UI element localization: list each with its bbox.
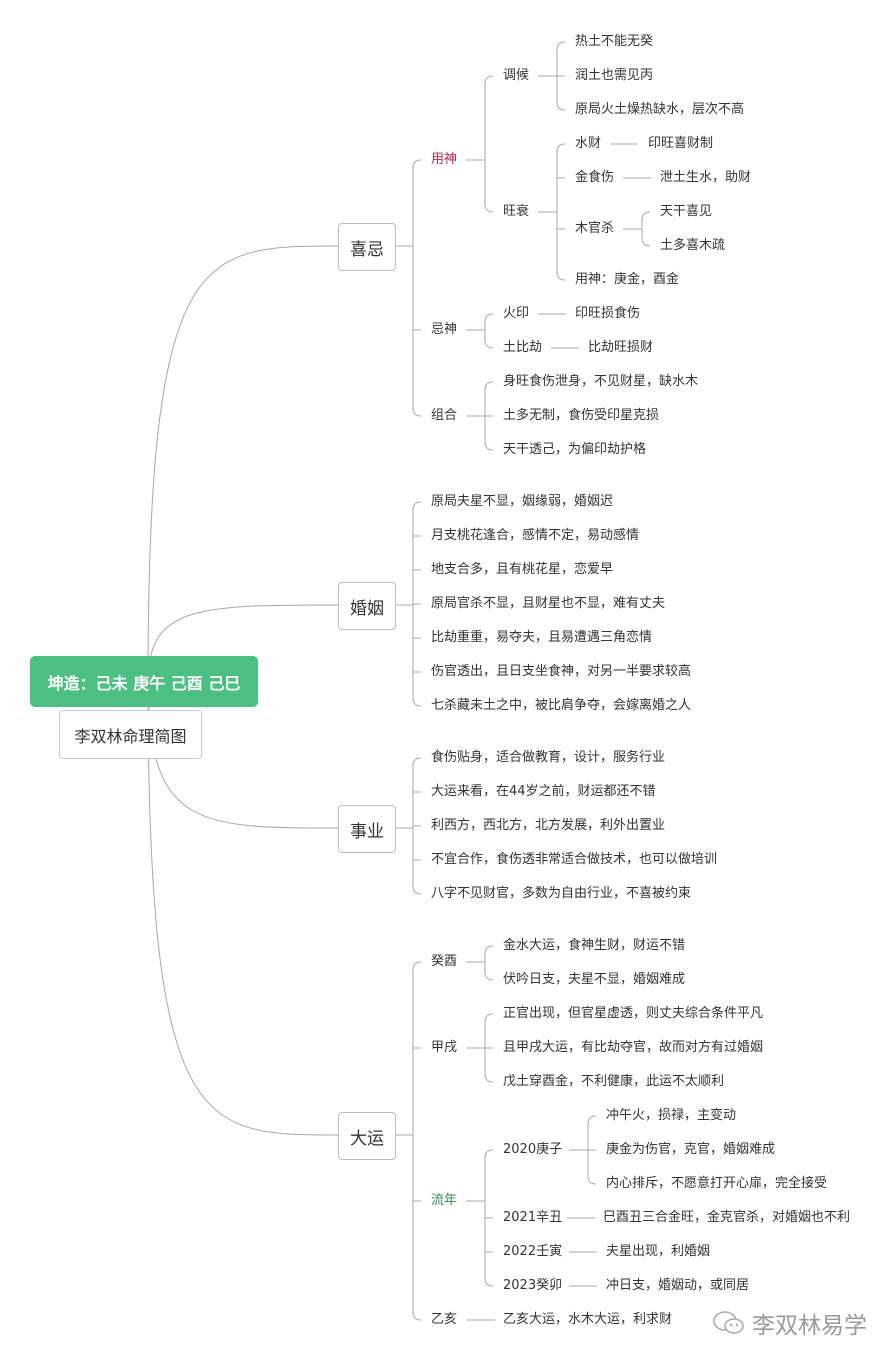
leaf[interactable]: 比劫旺损财 [588, 340, 654, 355]
leaf[interactable]: 原局官杀不显，且财星也不显，难有丈夫 [431, 596, 666, 611]
leaf[interactable]: 原局夫星不显，姻缘弱，婚姻迟 [431, 494, 614, 509]
leaf[interactable]: 用神：庚金，酉金 [575, 272, 680, 287]
leaf[interactable]: 且甲戌大运，有比劫夺官，故而对方有过婚姻 [503, 1040, 764, 1055]
node-jishen[interactable]: 忌神 [431, 322, 458, 337]
leaf[interactable]: 庚金为伤官，克官，婚姻难成 [606, 1142, 776, 1157]
leaf[interactable]: 泄土生水，助财 [660, 170, 752, 185]
node-2021[interactable]: 2021辛丑 [503, 1210, 563, 1225]
node-2020[interactable]: 2020庚子 [503, 1142, 563, 1157]
leaf[interactable]: 土多无制，食伤受印星克损 [503, 408, 660, 423]
node-guiyou[interactable]: 癸酉 [431, 954, 458, 969]
connector-line [412, 159, 422, 417]
leaf[interactable]: 八字不见财官，多数为自由行业，不喜被约束 [431, 886, 692, 901]
leaf[interactable]: 天干喜见 [660, 204, 713, 219]
subtitle-text: 李双林命理简图 [74, 726, 187, 746]
leaf[interactable]: 金水大运，食神生财，财运不错 [503, 938, 686, 953]
node-liunian[interactable]: 流年 [431, 1193, 458, 1208]
node-label: 喜忌 [350, 239, 384, 260]
leaf[interactable]: 比劫重重，易夺夫，且易遭遇三角恋情 [431, 630, 653, 645]
leaf[interactable]: 七杀藏未土之中，被比肩争夺，会嫁离婚之人 [431, 698, 692, 713]
leaf[interactable]: 原局火土燥热缺水，层次不高 [575, 102, 745, 117]
leaf[interactable]: 不宜合作，食伤透非常适合做技术，也可以做培训 [431, 852, 718, 867]
node-yihai[interactable]: 乙亥 [431, 1312, 458, 1327]
leaf[interactable]: 巳酉丑三合金旺，金克官杀，对婚姻也不利 [603, 1210, 851, 1225]
leaf[interactable]: 乙亥大运，水木大运，利求财 [503, 1312, 673, 1327]
leaf[interactable]: 月支桃花逢合，感情不定，易动感情 [431, 528, 640, 543]
leaf[interactable]: 印旺损食伤 [575, 306, 641, 321]
node-dayun[interactable]: 大运 [338, 1112, 396, 1160]
node-2023[interactable]: 2023癸卯 [503, 1278, 563, 1293]
leaf[interactable]: 天干透己，为偏印劫护格 [503, 442, 647, 457]
connector-line [147, 245, 339, 683]
leaf[interactable]: 热土不能无癸 [575, 34, 654, 49]
watermark: 李双林易学 [712, 1306, 867, 1340]
leaf[interactable]: 食伤贴身，适合做教育，设计，服务行业 [431, 750, 666, 765]
node-tubijie[interactable]: 土比劫 [503, 340, 543, 355]
connector-line [484, 313, 494, 349]
node-wangshuai[interactable]: 旺衰 [503, 204, 530, 219]
leaf[interactable]: 印旺喜财制 [648, 136, 714, 151]
node-label: 大运 [350, 1128, 384, 1149]
leaf[interactable]: 伤官透出，且日支坐食神，对另一半要求较高 [431, 664, 692, 679]
leaf[interactable]: 伏吟日支，夫星不显，婚姻难成 [503, 972, 686, 987]
node-tiaohou[interactable]: 调候 [503, 68, 530, 83]
node-xiji[interactable]: 喜忌 [338, 223, 396, 271]
leaf[interactable]: 夫星出现，利婚姻 [606, 1244, 711, 1259]
node-yongshen[interactable]: 用神 [431, 152, 458, 167]
wechat-icon [713, 1311, 744, 1334]
connector-line [147, 681, 339, 1136]
leaf[interactable]: 土多喜木疏 [660, 238, 726, 253]
connector-line [484, 75, 494, 213]
root-node[interactable]: 坤造：己未 庚午 己酉 己巳 [30, 656, 258, 707]
node-huoyin[interactable]: 火印 [503, 306, 530, 321]
watermark-text: 李双林易学 [752, 1313, 867, 1339]
connector-line [556, 143, 566, 281]
leaf[interactable]: 润土也需见丙 [575, 68, 654, 83]
node-shuicai[interactable]: 水财 [575, 136, 602, 151]
leaf[interactable]: 冲日支，婚姻动，或同居 [606, 1278, 750, 1293]
node-label: 婚姻 [350, 598, 384, 619]
connector-line [484, 945, 494, 981]
node-muguansha[interactable]: 木官杀 [575, 221, 615, 236]
leaf[interactable]: 戊土穿酉金，不利健康，此运不太顺利 [503, 1074, 725, 1089]
leaf[interactable]: 冲午火，损禄，主变动 [606, 1108, 737, 1123]
leaf[interactable]: 地支合多，且有桃花星，恋爱早 [431, 562, 614, 577]
root-title: 坤造：己未 庚午 己酉 己巳 [47, 673, 241, 693]
leaf[interactable]: 大运来看，在44岁之前，财运都还不错 [431, 784, 656, 799]
leaf[interactable]: 身旺食伤泄身，不见财星，缺水木 [503, 374, 699, 389]
leaf[interactable]: 利西方，西北方，北方发展，利外出置业 [431, 818, 666, 833]
node-hunyin[interactable]: 婚姻 [338, 582, 396, 630]
connector-line [641, 211, 651, 247]
node-jiaxu[interactable]: 甲戌 [431, 1040, 458, 1055]
node-shiye[interactable]: 事业 [338, 805, 396, 853]
node-2022[interactable]: 2022壬寅 [503, 1244, 563, 1259]
leaf[interactable]: 内心排斥，不愿意打开心扉，完全接受 [606, 1176, 828, 1191]
subtitle-node[interactable]: 李双林命理简图 [59, 710, 202, 759]
node-jinshishang[interactable]: 金食伤 [575, 170, 615, 185]
node-label: 事业 [350, 821, 384, 842]
connector-line [412, 961, 422, 1321]
leaf[interactable]: 正官出现，但官星虚透，则丈夫综合条件平凡 [503, 1006, 764, 1021]
node-zuhe[interactable]: 组合 [431, 408, 458, 423]
